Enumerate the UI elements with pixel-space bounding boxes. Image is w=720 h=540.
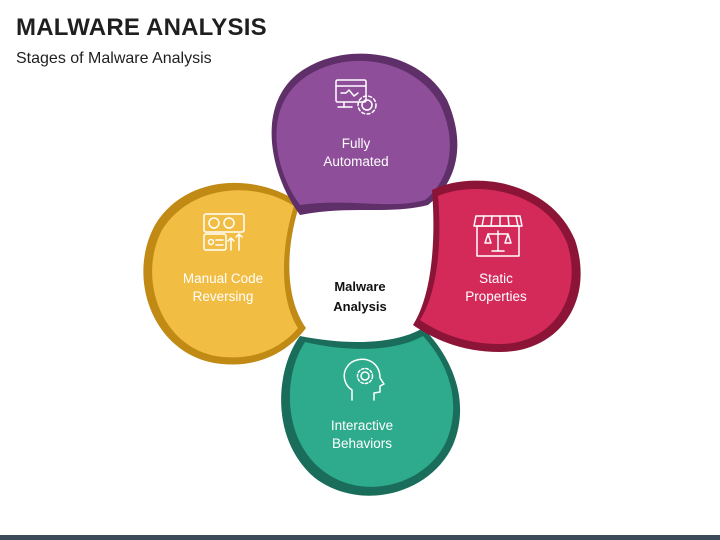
stage-fully-automated: [271, 53, 458, 216]
center-label-line-2: Analysis: [333, 299, 386, 314]
computer-gear-icon: [335, 79, 377, 115]
store-scale-icon: [473, 215, 523, 257]
bottom-accent-bar: [0, 535, 720, 540]
stage-label-fully-automated-2: Automated: [323, 154, 388, 169]
stage-label-manual-code-reversing-2: Reversing: [193, 289, 254, 304]
stage-label-static-properties-2: Properties: [465, 289, 527, 304]
center-label-line-1: Malware: [334, 279, 385, 294]
head-gear-icon: [343, 358, 385, 401]
petal-teal: [289, 336, 454, 487]
stage-label-fully-automated-1: Fully: [342, 136, 371, 151]
page-title: MALWARE ANALYSIS: [16, 14, 267, 41]
stage-static-properties: [413, 180, 581, 352]
stage-interactive-behaviors: [281, 328, 461, 496]
petal-purple: [276, 60, 450, 205]
stage-manual-code-reversing: [143, 182, 306, 365]
stage-label-interactive-behaviors-1: Interactive: [331, 418, 393, 433]
page-subtitle: Stages of Malware Analysis: [16, 50, 212, 67]
petal-yellow: [152, 190, 298, 358]
stage-label-static-properties-1: Static: [479, 271, 513, 286]
stage-label-manual-code-reversing-1: Manual Code: [183, 271, 263, 286]
petal-red: [420, 189, 572, 344]
stage-label-interactive-behaviors-2: Behaviors: [332, 436, 392, 451]
money-chart-icon: [203, 213, 245, 251]
